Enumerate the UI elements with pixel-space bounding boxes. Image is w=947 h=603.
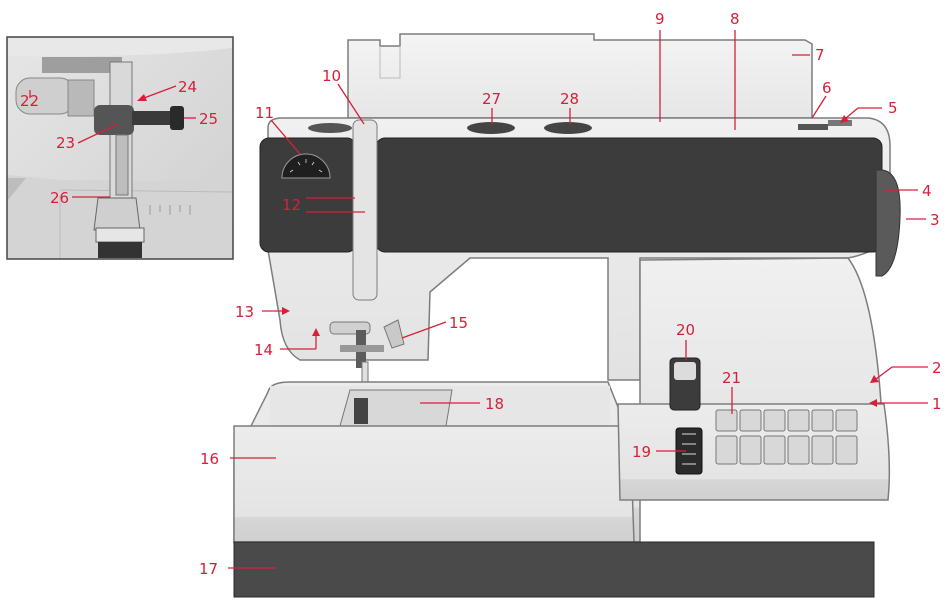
callout-24: 24 [178, 78, 197, 96]
callout-2: 2 [932, 359, 942, 377]
callout-9: 9 [655, 10, 665, 28]
callout-15: 15 [449, 314, 468, 332]
callout-6: 6 [822, 79, 832, 97]
callout-22: 22 [20, 92, 39, 110]
callout-20: 20 [676, 321, 695, 339]
callout-26: 26 [50, 189, 69, 207]
callout-11: 11 [255, 104, 274, 122]
callout-10: 10 [322, 67, 341, 85]
callout-23: 23 [56, 134, 75, 152]
callout-25: 25 [199, 110, 218, 128]
callout-17: 17 [199, 560, 218, 578]
callout-14: 14 [254, 341, 273, 359]
callout-3: 3 [930, 211, 940, 229]
callout-27: 27 [482, 90, 501, 108]
sewing-machine-illustration [233, 33, 901, 598]
callout-18: 18 [485, 395, 504, 413]
callout-12: 12 [282, 196, 301, 214]
callout-28: 28 [560, 90, 579, 108]
callout-19: 19 [632, 443, 651, 461]
callout-1: 1 [932, 395, 942, 413]
callout-labels: 1 2 3 4 5 6 7 8 9 10 11 12 13 14 15 16 1… [20, 10, 942, 578]
callout-5: 5 [888, 99, 898, 117]
callout-21: 21 [722, 369, 741, 387]
callout-4: 4 [922, 182, 932, 200]
inset-detail-presser-foot [6, 36, 234, 260]
callout-13: 13 [235, 303, 254, 321]
callout-16: 16 [200, 450, 219, 468]
callout-7: 7 [815, 46, 825, 64]
callout-leaders [29, 30, 928, 569]
callout-8: 8 [730, 10, 740, 28]
